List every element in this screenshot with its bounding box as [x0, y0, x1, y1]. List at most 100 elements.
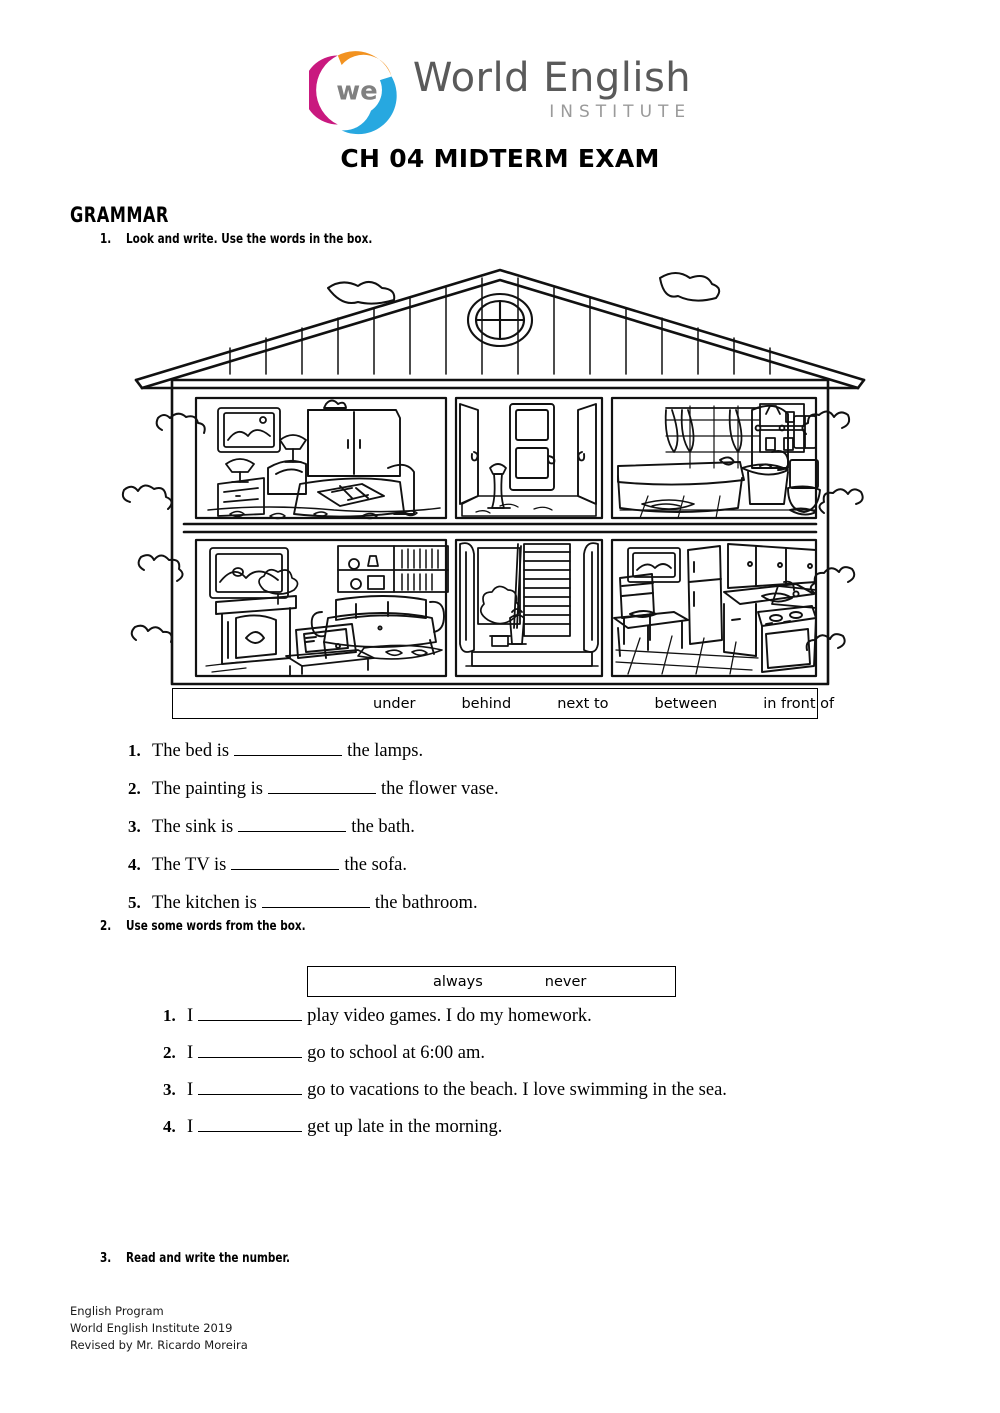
mirror: [751, 404, 789, 469]
answer-blank[interactable]: [261, 890, 370, 908]
logo-wordmark-text: World English: [412, 55, 692, 101]
logo-subtitle: INSTITUTE: [549, 102, 692, 122]
tile-wall: [665, 405, 761, 469]
toilet: [787, 459, 821, 516]
sentence-number: 2.: [163, 1042, 176, 1062]
door-center: [509, 403, 556, 491]
towels: [664, 407, 761, 453]
sentence-number: 1.: [163, 1005, 176, 1025]
sentence-text-after: the bathroom.: [374, 892, 478, 913]
sentence-text-before: The sink is: [152, 816, 234, 837]
nightstand: [217, 477, 265, 517]
sentence-text-after: go to school at 6:00 am.: [307, 1042, 485, 1063]
sentence-row: 3. I go to vacations to the beach. I lov…: [163, 1077, 727, 1099]
sentence-number: 2.: [128, 778, 141, 798]
word-bank-item-never: never: [544, 973, 587, 990]
sentence-text-before: I: [187, 1005, 194, 1026]
frequency-adverb-word-bank: always never: [307, 966, 676, 997]
sentence-text-before: The kitchen is: [152, 892, 257, 913]
fireplace: [215, 595, 297, 665]
sentence-row: 3. The sink is the bath.: [128, 814, 499, 836]
task-3-heading: 3. Read and write the number.: [100, 1250, 317, 1266]
sentence-number: 5.: [128, 892, 141, 912]
answer-blank[interactable]: [198, 1077, 303, 1095]
range-hood: [771, 585, 817, 609]
sentence-text-before: I: [187, 1116, 194, 1137]
sentence-row: 4. The TV is the sofa.: [128, 852, 499, 874]
sentence-text-before: The painting is: [152, 778, 263, 799]
sentence-text-after: the bath.: [351, 816, 415, 837]
cutaway-house-illustration: [100, 252, 900, 702]
footer-line-institute: World English Institute 2019: [70, 1321, 233, 1336]
pedestal-lamp: [487, 463, 511, 509]
word-bank-item-in-front-of: in front of: [763, 695, 835, 712]
task-2-number: 2.: [100, 918, 112, 934]
sink: [741, 450, 790, 505]
house-body: [140, 378, 860, 686]
wall-cabinets: [727, 543, 817, 589]
answer-blank[interactable]: [198, 1040, 303, 1058]
word-bank-item-next-to: next to: [557, 695, 609, 712]
bath: [617, 456, 745, 513]
task-1-heading: 1.Look and write. Use the words in the b…: [100, 231, 412, 247]
task-3-number: 3.: [100, 1250, 112, 1266]
sentence-number: 3.: [128, 816, 141, 836]
preposition-word-bank: under behind next to between in front of: [172, 688, 834, 719]
door-left: [459, 403, 479, 505]
task-2-heading: 2. Use some words from the box.: [100, 918, 335, 934]
footer-line-program: English Program: [70, 1304, 164, 1318]
footer: English Program World English Institute …: [70, 1303, 248, 1354]
exercise-2-sentence-list: 1. I play video games. I do my homework.…: [163, 1003, 727, 1151]
bed: [267, 459, 415, 518]
sentence-text-after: the sofa.: [344, 854, 408, 875]
fridge: [687, 545, 723, 645]
bathroom: [617, 403, 821, 519]
staircase: [513, 543, 571, 637]
answer-blank[interactable]: [238, 814, 347, 832]
answer-blank[interactable]: [267, 776, 376, 794]
counter-sink: [723, 580, 815, 657]
shelf: [759, 403, 805, 453]
svg-text:we: we: [336, 77, 378, 107]
bedroom: [207, 399, 441, 520]
sentence-text-after: play video games. I do my homework.: [307, 1005, 592, 1026]
task-2-label: Use some words from the box.: [126, 918, 306, 934]
sentence-number: 4.: [128, 854, 141, 874]
sentence-row: 1. I play video games. I do my homework.: [163, 1003, 727, 1025]
lamp-left: [225, 458, 255, 483]
lamp-center: [279, 434, 307, 463]
sentence-number: 1.: [128, 740, 141, 760]
sentence-text-after: the lamps.: [347, 740, 424, 761]
door-right: [577, 403, 597, 505]
painting-living: [209, 547, 289, 599]
answer-blank[interactable]: [198, 1114, 303, 1132]
answer-blank[interactable]: [231, 852, 340, 870]
bath-mat: [641, 499, 695, 510]
sentence-text-after: the flower vase.: [380, 778, 499, 799]
answer-blank[interactable]: [234, 738, 343, 756]
task-3-label: Read and write the number.: [126, 1250, 290, 1266]
sentence-number: 3.: [163, 1079, 176, 1099]
exercise-1-sentence-list: 1. The bed is the lamps. 2. The painting…: [128, 738, 499, 928]
answer-blank[interactable]: [198, 1003, 303, 1021]
sentence-row: 5. The kitchen is the bathroom.: [128, 890, 499, 912]
page-title: CH 04 MIDTERM EXAM: [340, 144, 660, 173]
we-circular-logo-icon: we: [303, 42, 405, 138]
sentence-text-before: The TV is: [152, 854, 227, 875]
word-bank-item-behind: behind: [461, 695, 512, 712]
painting-bedroom: [217, 407, 281, 453]
task-1-label: Look and write. Use the words in the box…: [126, 231, 373, 247]
word-bank-item-between: between: [654, 695, 718, 712]
stove: [757, 605, 817, 673]
sentence-row: 2. I go to school at 6:00 am.: [163, 1040, 727, 1062]
section-heading-label: GRAMMAR: [70, 203, 169, 227]
plant-hall: [479, 585, 521, 647]
upstairs-hall: [459, 403, 597, 517]
bush-left: [121, 412, 206, 643]
round-window: [466, 292, 534, 348]
sentence-text-before: The bed is: [152, 740, 230, 761]
curtain-left: [459, 542, 475, 653]
sentence-row: 2. The painting is the flower vase.: [128, 776, 499, 798]
word-bank-item-under: under: [373, 695, 416, 712]
roof: [134, 268, 866, 390]
